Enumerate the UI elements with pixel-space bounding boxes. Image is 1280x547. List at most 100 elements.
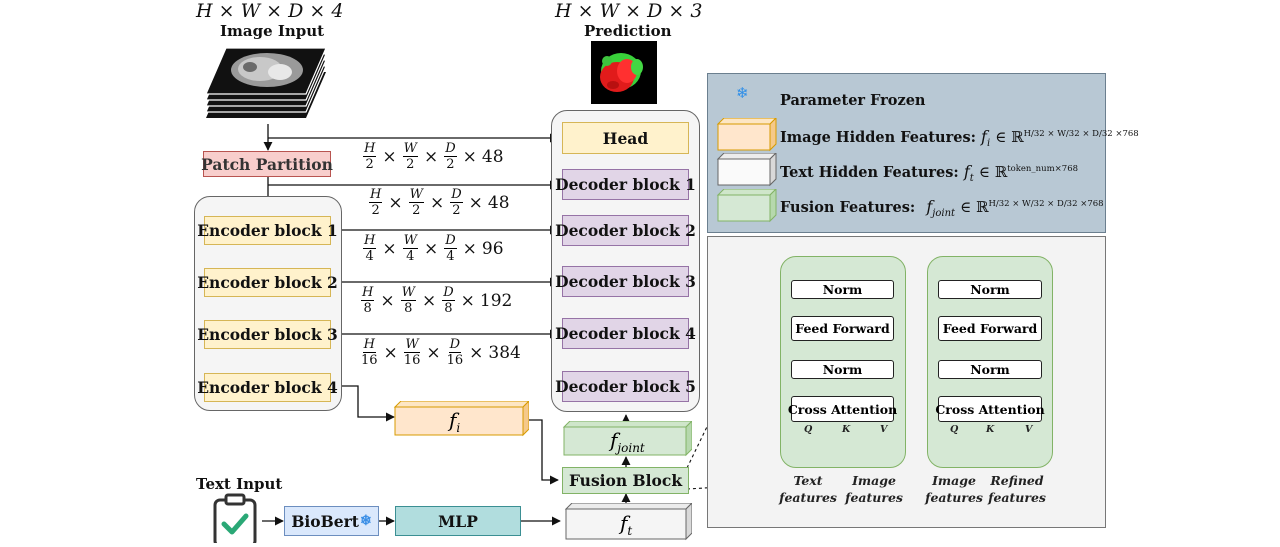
text-input-label: Text Input xyxy=(196,475,283,493)
legend-fusion: Fusion Features: fjoint ∈ ℝH/32 × W/32 ×… xyxy=(780,197,1104,219)
legend-text-sub: t xyxy=(969,173,974,185)
dim-numerator: W xyxy=(404,337,420,353)
cross-attention-right: Cross Attention xyxy=(935,396,1045,422)
dim-denominator: 8 xyxy=(444,301,453,316)
times-symbol: × xyxy=(388,192,403,213)
dim-numerator: W xyxy=(400,285,416,301)
legend-image-sub: i xyxy=(986,138,991,150)
ft-subscript: t xyxy=(627,524,633,538)
v-label-right: V xyxy=(1025,424,1033,435)
legend-fusion-math: f xyxy=(926,197,933,216)
times-symbol: × xyxy=(462,238,477,259)
feed-forward-left: Feed Forward xyxy=(791,316,894,341)
dim-numerator: W xyxy=(402,233,418,249)
decoder-block-4: Decoder block 4 xyxy=(555,318,696,349)
dim-denominator: 2 xyxy=(365,157,374,172)
times-symbol: × xyxy=(460,290,475,311)
q-label-left: Q xyxy=(804,424,813,435)
times-symbol: × xyxy=(383,342,398,363)
dim-channels: 384 xyxy=(488,342,521,363)
dim-denominator: 16 xyxy=(446,353,464,368)
dim-numerator: H xyxy=(363,141,377,157)
norm-mid-right: Norm xyxy=(938,360,1042,379)
norm-top-left: Norm xyxy=(791,280,894,299)
fusion-block: Fusion Block xyxy=(562,467,689,494)
input-dims: H × W × D × 4 xyxy=(196,0,344,22)
legend-image-hidden: Image Hidden Features: fi ∈ ℝH/32 × W/32… xyxy=(780,127,1139,149)
biobert-label: BioBert xyxy=(291,511,359,531)
k-label-left: K xyxy=(842,424,851,435)
dim-numerator: D xyxy=(448,337,462,353)
norm-top-right: Norm xyxy=(938,280,1042,299)
dim-channels: 48 xyxy=(487,192,510,213)
dim-denominator: 2 xyxy=(406,157,415,172)
legend-text-hidden-label: Text Hidden Features: xyxy=(780,164,959,181)
decoder-group xyxy=(551,110,700,412)
dim-numerator: D xyxy=(442,285,455,301)
dim-numerator: H xyxy=(363,233,377,249)
times-symbol: × xyxy=(423,238,439,259)
ft-symbol: f xyxy=(620,511,628,535)
times-symbol: × xyxy=(462,146,477,167)
dim-denominator: 8 xyxy=(363,301,372,316)
snowflake-icon: ❄ xyxy=(359,513,372,529)
dim-denominator: 4 xyxy=(406,249,415,264)
dim-denominator: 2 xyxy=(452,203,461,218)
dim-denominator: 4 xyxy=(365,249,374,264)
dim-denominator: 2 xyxy=(371,203,380,218)
dim-denominator: 2 xyxy=(412,203,421,218)
times-symbol: × xyxy=(421,290,437,311)
dim-numerator: W xyxy=(402,141,418,157)
decoder-block-2: Decoder block 2 xyxy=(555,215,696,246)
fi-symbol: f xyxy=(449,408,457,432)
decoder-block-5: Decoder block 5 xyxy=(555,371,696,402)
legend-fusion-cube xyxy=(716,187,778,223)
times-symbol: × xyxy=(380,290,395,311)
snowflake-icon: ❄ xyxy=(736,84,749,102)
legend-text-exp: token_num×768 xyxy=(1007,164,1079,175)
dim-numerator: H xyxy=(369,187,383,203)
times-symbol: × xyxy=(426,342,441,363)
times-symbol: × xyxy=(468,192,483,213)
fjoint-subscript: joint xyxy=(617,441,645,455)
dim-denominator: 16 xyxy=(361,353,378,368)
times-symbol: × xyxy=(469,342,484,363)
dim-numerator: W xyxy=(408,187,424,203)
patch-partition-block: Patch Partition xyxy=(201,151,333,177)
legend-image-hidden-label: Image Hidden Features: xyxy=(780,129,976,146)
legend-image-exp: H/32 × W/32 × D/32 ×768 xyxy=(1023,129,1139,140)
q-label-right: Q xyxy=(950,424,959,435)
dim-numerator: D xyxy=(444,233,457,249)
dim-numerator: D xyxy=(450,187,463,203)
refined-features-label: Refined features xyxy=(988,473,1046,505)
prediction-icon xyxy=(591,41,657,104)
dim-denominator: 16 xyxy=(403,353,421,368)
input-label: Image Input xyxy=(220,22,325,40)
dim-channels: 96 xyxy=(481,238,504,259)
prediction-dims: H × W × D × 3 xyxy=(555,0,703,22)
fi-subscript: i xyxy=(456,421,461,435)
mlp-block: MLP xyxy=(395,506,521,536)
feed-forward-right: Feed Forward xyxy=(938,316,1042,341)
text-features-label: Text features xyxy=(779,473,837,505)
encoder-block-4: Encoder block 4 xyxy=(197,373,338,402)
legend-fusion-label: Fusion Features: xyxy=(780,199,916,216)
dim-denominator: 8 xyxy=(404,301,413,316)
legend-image-set: ∈ ℝ xyxy=(995,128,1024,146)
